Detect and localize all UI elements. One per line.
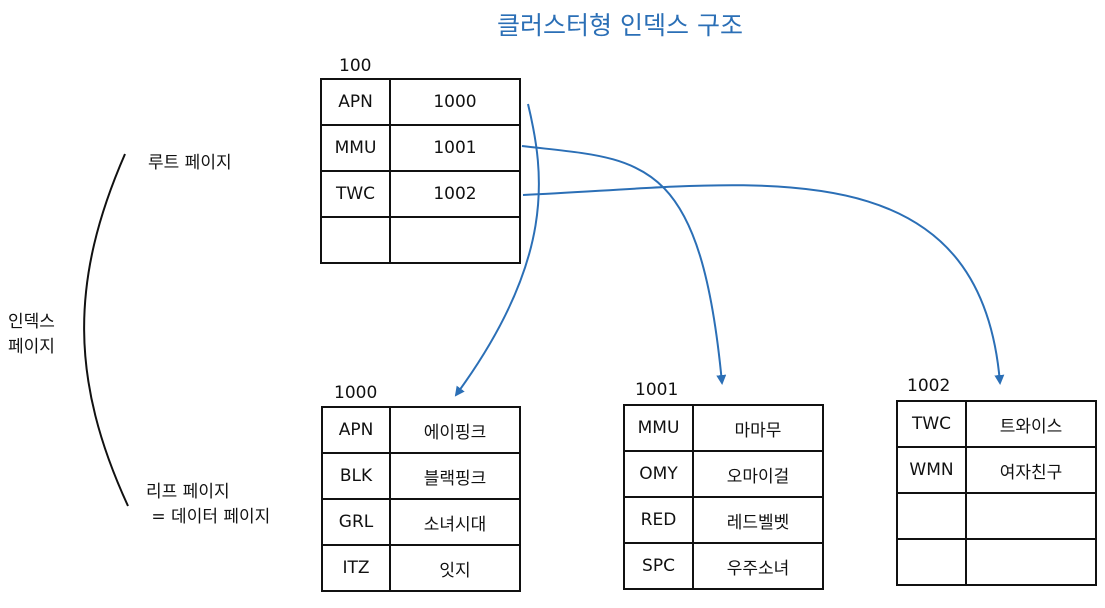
leaf-page-label-line: 리프 페이지 [146, 482, 230, 502]
table-row: MMU 마마무 [623, 404, 824, 452]
table-row: ITZ 잇지 [321, 544, 521, 592]
leaf-page-id: 1000 [334, 383, 378, 403]
arrow-root-to-1000 [454, 103, 540, 397]
value-cell: 우주소녀 [692, 542, 824, 590]
value-cell: 잇지 [389, 544, 521, 592]
key-cell: SPC [623, 542, 694, 590]
pointer-cell: 1002 [389, 170, 521, 218]
pointer-cell [389, 216, 521, 264]
key-cell: APN [321, 406, 391, 454]
table-row [320, 216, 521, 264]
key-cell: RED [623, 496, 694, 544]
key-cell [896, 492, 967, 540]
key-cell: MMU [320, 124, 391, 172]
key-cell: TWC [896, 400, 967, 448]
value-cell [965, 492, 1097, 540]
value-cell: 마마무 [692, 404, 824, 452]
table-row: RED 레드벨벳 [623, 496, 824, 544]
key-cell: OMY [623, 450, 694, 498]
leaf-page-id: 1002 [907, 376, 951, 396]
table-row: APN 에이핑크 [321, 406, 521, 454]
value-cell: 소녀시대 [389, 498, 521, 546]
key-cell: GRL [321, 498, 391, 546]
table-row: WMN 여자친구 [896, 446, 1097, 494]
diagram-title: 클러스터형 인덱스 구조 [497, 11, 743, 40]
leaf-page-table-1000: APN 에이핑크 BLK 블랙핑크 GRL 소녀시대 ITZ 잇지 [321, 406, 521, 592]
value-cell: 트와이스 [965, 400, 1097, 448]
key-cell: MMU [623, 404, 694, 452]
key-cell [320, 216, 391, 264]
leaf-page-table-1001: MMU 마마무 OMY 오마이걸 RED 레드벨벳 SPC 우주소녀 [623, 404, 824, 590]
key-cell: ITZ [321, 544, 391, 592]
leaf-page-id: 1001 [635, 380, 679, 400]
leaf-page-label-line: = 데이터 페이지 [146, 507, 271, 527]
value-cell [965, 538, 1097, 586]
table-row: MMU 1001 [320, 124, 521, 172]
value-cell: 오마이걸 [692, 450, 824, 498]
table-row: OMY 오마이걸 [623, 450, 824, 498]
key-cell: APN [320, 78, 391, 126]
pointer-cell: 1000 [389, 78, 521, 126]
key-cell [896, 538, 967, 586]
table-row: GRL 소녀시대 [321, 498, 521, 546]
pointer-cell: 1001 [389, 124, 521, 172]
arrow-root-to-1002 [522, 184, 1005, 385]
table-row: APN 1000 [320, 78, 521, 126]
arrow-root-to-1001 [521, 145, 727, 385]
root-page-label: 루트 페이지 [148, 153, 232, 173]
index-page-label-line: 인덱스 [8, 312, 55, 332]
leaf-page-table-1002: TWC 트와이스 WMN 여자친구 [896, 400, 1097, 586]
table-row: SPC 우주소녀 [623, 542, 824, 590]
leaf-page-label: 리프 페이지 = 데이터 페이지 [146, 480, 270, 530]
key-cell: BLK [321, 452, 391, 500]
root-page-table: APN 1000 MMU 1001 TWC 1002 [320, 78, 521, 264]
value-cell: 블랙핑크 [389, 452, 521, 500]
table-row: TWC 트와이스 [896, 400, 1097, 448]
value-cell: 여자친구 [965, 446, 1097, 494]
table-row: BLK 블랙핑크 [321, 452, 521, 500]
table-row: TWC 1002 [320, 170, 521, 218]
value-cell: 레드벨벳 [692, 496, 824, 544]
value-cell: 에이핑크 [389, 406, 521, 454]
index-page-label: 인덱스 페이지 [8, 310, 55, 360]
index-page-bracket [83, 153, 129, 507]
key-cell: WMN [896, 446, 967, 494]
key-cell: TWC [320, 170, 391, 218]
index-page-label-line: 페이지 [8, 337, 55, 357]
table-row [896, 538, 1097, 586]
root-page-id: 100 [339, 56, 372, 76]
table-row [896, 492, 1097, 540]
